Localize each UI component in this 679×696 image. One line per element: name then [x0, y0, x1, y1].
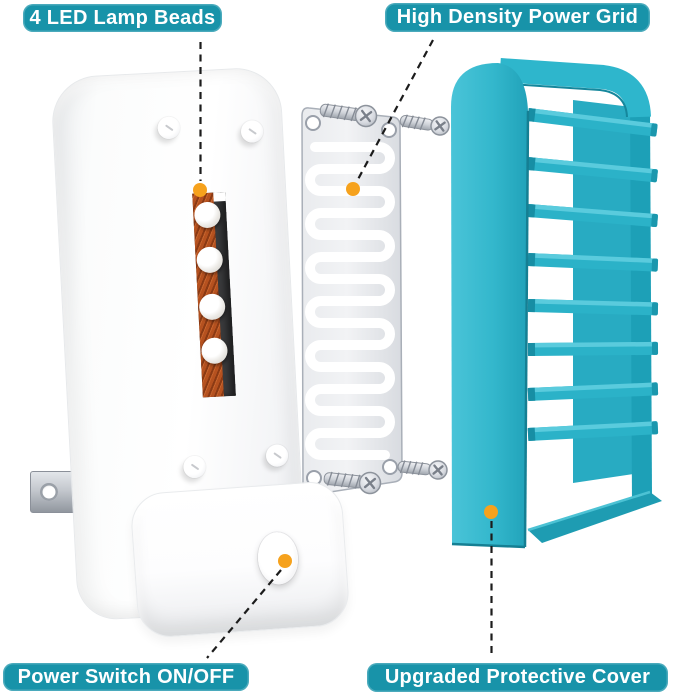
- led-dome: [193, 201, 222, 229]
- cover-bar: [527, 421, 659, 441]
- led-dome: [200, 337, 229, 365]
- screw: [323, 471, 382, 495]
- cover-right-pillar: [630, 97, 652, 505]
- cover-top-band: [499, 58, 651, 118]
- cover-face-bottom-edge: [451, 542, 526, 549]
- mount-peg: [265, 444, 289, 468]
- slot-notch: [213, 191, 226, 202]
- cover-left-face: [451, 63, 528, 547]
- cover-face-edge: [523, 110, 530, 548]
- peg-slit: [165, 124, 174, 132]
- callout-protective-cover: Upgraded Protective Cover: [367, 663, 668, 692]
- peg-slit: [190, 463, 200, 471]
- cover-bar: [527, 253, 659, 272]
- switch-housing: [129, 479, 351, 640]
- mount-peg: [182, 455, 207, 479]
- led-dome: [198, 293, 226, 321]
- cover-bar: [527, 157, 658, 183]
- led-strip-slot: [192, 191, 236, 398]
- plate-hole: [305, 115, 321, 131]
- screw: [397, 460, 448, 480]
- cover-bar: [527, 204, 658, 228]
- mount-peg: [240, 119, 264, 144]
- power-switch-button: [256, 531, 300, 586]
- plate-hole: [382, 459, 398, 475]
- mount-peg: [157, 116, 181, 140]
- cover-bar: [527, 341, 659, 356]
- peg-slit: [273, 452, 282, 460]
- power-grid-assembly: [301, 103, 450, 496]
- cover-bar: [527, 382, 659, 401]
- callout-power-switch: Power Switch ON/OFF: [3, 663, 249, 691]
- callout-led-lamp-beads: 4 LED Lamp Beads: [23, 4, 222, 32]
- callout-power-grid: High Density Power Grid: [385, 3, 650, 32]
- protective-cover: [451, 58, 662, 549]
- prong-hole: [40, 483, 58, 501]
- power-grid-serpentine: [305, 142, 395, 460]
- peg-slit: [248, 128, 257, 135]
- rail-highlight: [527, 490, 651, 532]
- cover-bar: [527, 299, 659, 316]
- cover-bottom-rail: [528, 492, 662, 543]
- plate-hole: [381, 122, 397, 138]
- cover-bar: [527, 108, 658, 137]
- led-dome: [196, 246, 224, 274]
